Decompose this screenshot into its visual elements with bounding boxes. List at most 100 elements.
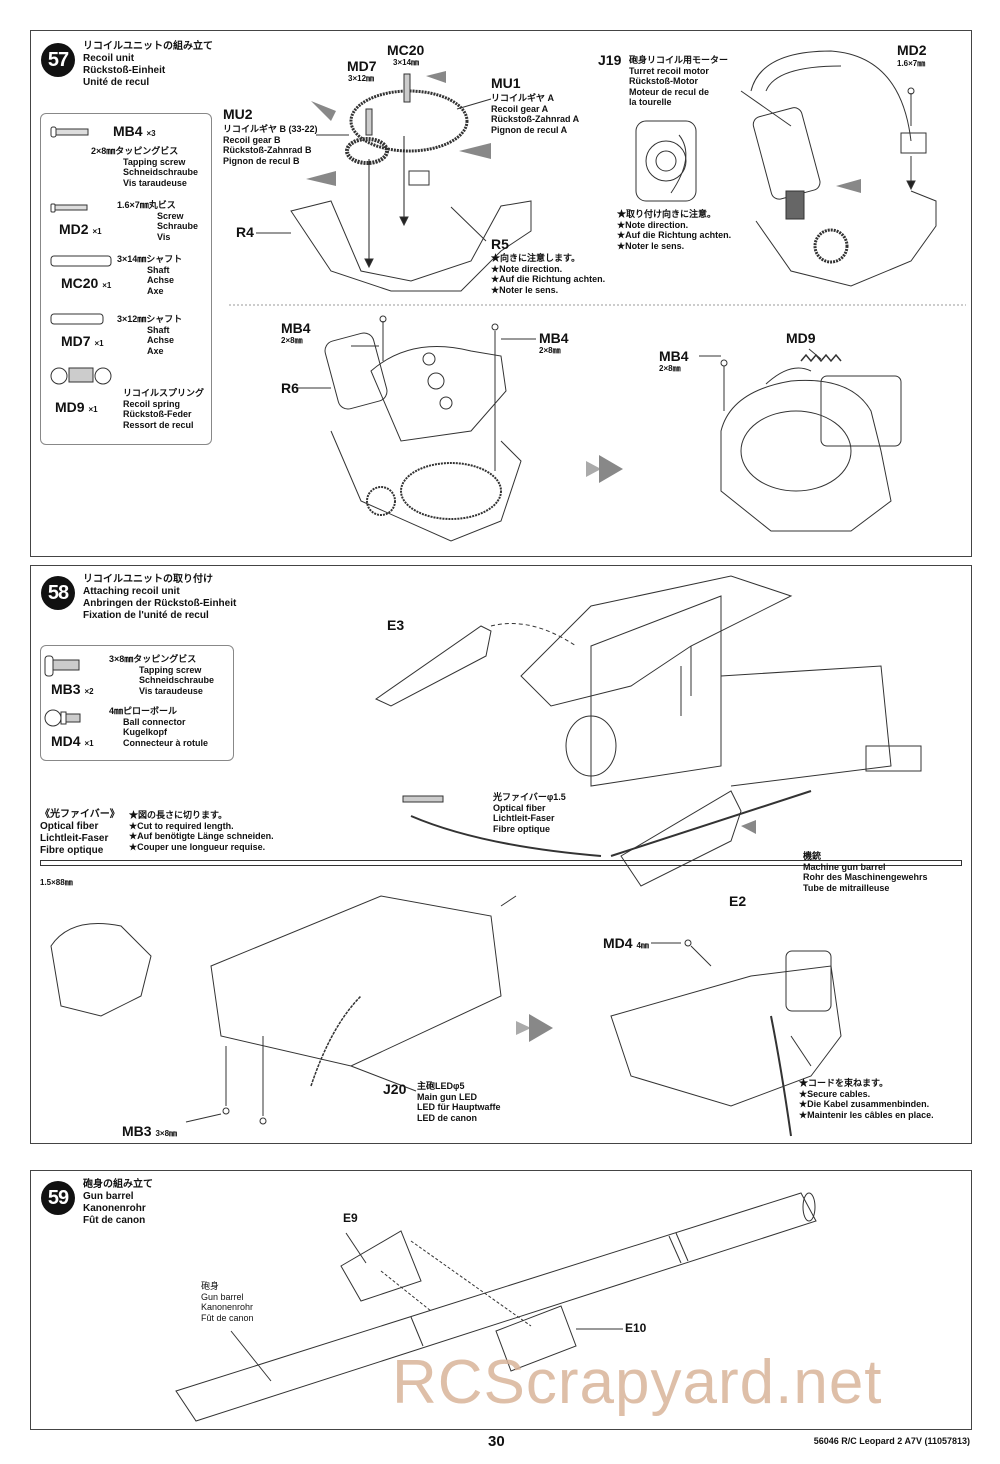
fiber-length-gauge	[40, 860, 962, 866]
part-code: MD9 ×1	[55, 399, 98, 415]
label-md4: MD4 4㎜	[603, 935, 649, 951]
recoil-motor-drawing	[750, 50, 937, 287]
part-desc: 2×8㎜タッピングビス Tapping screw Schneidschraub…	[91, 146, 199, 188]
r5-note: ★向きに注意します。★Note direction.★Auf die Richt…	[491, 253, 606, 295]
screw-icon	[44, 655, 80, 677]
label-md2: MD2	[897, 42, 927, 58]
step-58-illustration	[50, 575, 922, 1137]
title-de: Rückstoß-Einheit	[83, 65, 166, 76]
label-md7-size: 3×12㎜	[348, 74, 375, 83]
label-e10: E10	[625, 1321, 647, 1335]
label-md7: MD7	[347, 58, 377, 74]
leader-line	[456, 98, 492, 110]
label-mb4: MB4	[281, 320, 311, 336]
part-desc: 3×14㎜シャフト Shaft Achse Axe	[117, 254, 183, 296]
leader-line	[450, 206, 487, 242]
label-mc20-size: 3×14㎜	[393, 58, 420, 67]
label-mu2: MU2	[223, 106, 253, 122]
label-mu1: MU1	[491, 75, 521, 91]
label-e9: E9	[343, 1211, 358, 1225]
parts-icons	[50, 126, 112, 385]
e10-part	[495, 1305, 577, 1372]
label-e3: E3	[387, 617, 405, 633]
step-number: 57	[41, 43, 75, 77]
label-mb4: MB4	[659, 348, 689, 364]
label-mb4-size: 2×8㎜	[281, 336, 303, 345]
step-number: 59	[41, 1181, 75, 1215]
fiber-plug-icon	[402, 795, 444, 803]
part-code: MD7 ×1	[61, 333, 104, 349]
page-number: 30	[488, 1433, 505, 1450]
label-mb3: MB3 3×8㎜	[122, 1123, 178, 1139]
turret-interior-drawing	[520, 575, 922, 787]
label-md9: MD9	[786, 330, 816, 346]
label-e2: E2	[729, 893, 747, 909]
assembled-turret-drawing	[610, 939, 842, 1137]
step-57-illustration	[229, 50, 966, 542]
part-desc: リコイルスプリング Recoil spring Rückstoß-Feder R…	[123, 388, 205, 430]
label-mc20: MC20	[387, 42, 425, 58]
leader-line	[740, 90, 792, 127]
motor-end-detail	[635, 120, 697, 202]
gun-barrel-drawing	[175, 1192, 817, 1422]
next-arrow-icon	[516, 1014, 553, 1042]
ball-connector-icon	[44, 709, 81, 727]
recoil-gearbox-drawing	[290, 73, 532, 292]
step-title: リコイルユニットの組み立て Recoil unit Rückstoß-Einhe…	[83, 41, 213, 89]
grease-arrow-icon	[836, 179, 861, 193]
fiber-note: ★図の長さに切ります。★Cut to required length.★Auf …	[129, 810, 274, 852]
recoil-unit-assembly-drawing	[296, 315, 536, 542]
title-ja: リコイルユニットの組み立て	[83, 41, 213, 52]
spring-icon	[50, 367, 112, 385]
e2-mount-drawing	[410, 790, 812, 887]
shaft-icon	[50, 255, 112, 267]
label-md2-size: 1.6×7㎜	[897, 59, 926, 68]
next-arrow-icon	[586, 455, 623, 483]
screw-icon	[50, 203, 88, 213]
part-code: MD2 ×1	[59, 221, 102, 237]
watermark: RCScrapyard.net	[392, 1348, 883, 1417]
recoil-unit-on-turret-drawing	[50, 895, 517, 1125]
part-code: MD4 ×1	[51, 733, 94, 749]
label-mb4-size: 2×8㎜	[659, 364, 681, 373]
cable-note: ★コードを束ねます。★Secure cables.★Die Kabel zusa…	[799, 1078, 934, 1120]
part-desc: 3×12㎜シャフト Shaft Achse Axe	[117, 314, 183, 356]
j19-note: ★取り付け向きに注意。★Note direction.★Auf die Rich…	[617, 209, 732, 251]
insert-arrow-icon	[741, 820, 756, 834]
label-j20: J20	[383, 1081, 407, 1097]
label-r5: R5	[491, 236, 509, 252]
screw-icon	[50, 126, 89, 138]
part-code: MB3 ×2	[51, 681, 94, 697]
label-r6: R6	[281, 380, 299, 396]
shaft-icon	[50, 313, 104, 325]
label-r4: R4	[236, 224, 254, 240]
step-57-panel: 57 リコイルユニットの組み立て Recoil unit Rückstoß-Ei…	[30, 30, 972, 557]
e3-part-drawing	[375, 623, 577, 707]
grease-arrow-icons	[306, 71, 491, 186]
title-fr: Unité de recul	[83, 77, 150, 88]
parts-box: MB4 ×3 2×8㎜タッピングビス Tapping screw Schneid…	[40, 113, 212, 445]
label-mb4-size: 2×8㎜	[539, 346, 561, 355]
product-footer: 56046 R/C Leopard 2 A7V (11057813)	[813, 1436, 970, 1446]
label-mb4: MB4	[539, 330, 569, 346]
part-desc: 1.6×7㎜丸ビス Screw Schraube Vis	[117, 200, 199, 242]
label-j19: J19	[598, 52, 622, 68]
step-number: 58	[41, 576, 75, 610]
recoil-unit-with-spring-drawing	[699, 348, 902, 532]
